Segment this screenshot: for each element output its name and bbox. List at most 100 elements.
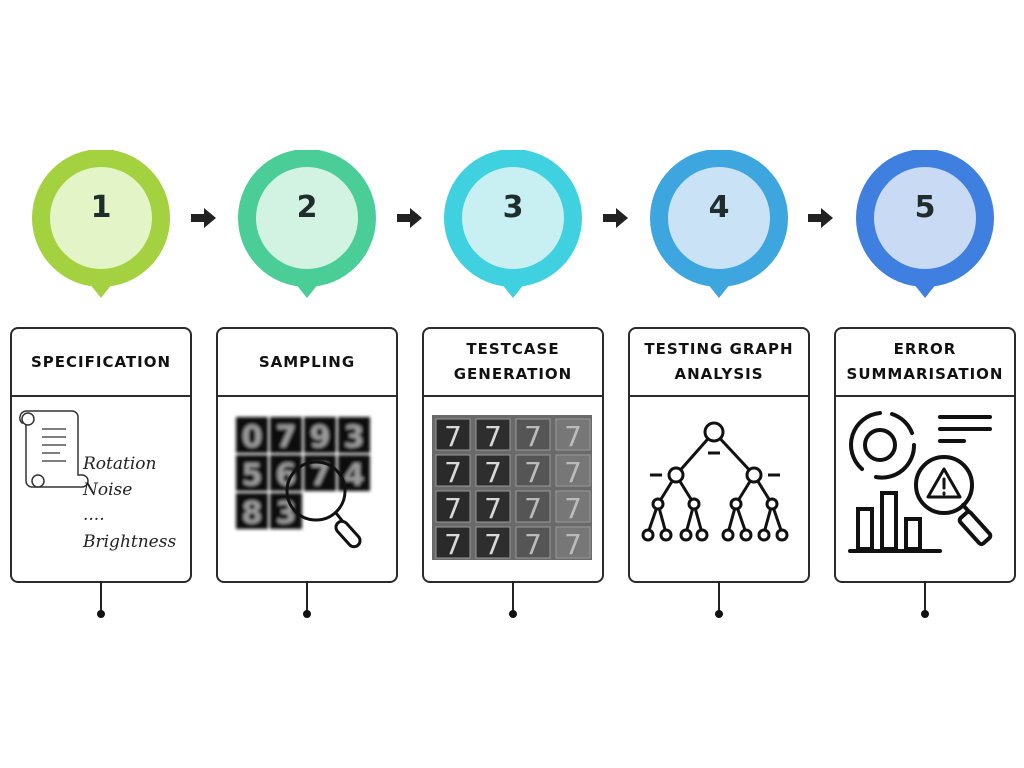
card-header: ERROR SUMMARISATION bbox=[836, 329, 1014, 397]
digit-tile bbox=[338, 417, 370, 453]
card-header: SPECIFICATION bbox=[12, 329, 190, 397]
digit-glyph: 4 bbox=[344, 458, 365, 493]
testcase-digit: 7 bbox=[444, 420, 462, 453]
step-badge-4: 4 bbox=[649, 150, 789, 300]
step-badge-1: 1 bbox=[31, 150, 171, 300]
testcase-tile bbox=[435, 418, 471, 451]
testcase-tile bbox=[435, 490, 471, 523]
testcase-digit: 7 bbox=[524, 456, 542, 489]
digit-glyph: 9 bbox=[310, 420, 331, 455]
error-analysis-icon bbox=[848, 411, 993, 553]
digit-tile bbox=[236, 493, 268, 529]
connector-dot bbox=[97, 610, 105, 618]
step-card-specification: SPECIFICATION Rotation Noise .... Bright… bbox=[10, 327, 192, 583]
testcase-digit: 7 bbox=[564, 492, 582, 525]
digit-glyph: 3 bbox=[276, 496, 297, 531]
spec-item-noise: Noise bbox=[82, 480, 132, 500]
step-badge-5: 5 bbox=[855, 150, 995, 300]
card-title: ERROR SUMMARISATION bbox=[846, 340, 1004, 383]
connector-dot bbox=[509, 610, 517, 618]
pin-marker-icon bbox=[32, 150, 170, 298]
right-arrow-icon bbox=[808, 208, 833, 228]
digit-glyph: 7 bbox=[310, 458, 331, 493]
testcase-digit: 7 bbox=[484, 420, 502, 453]
testcase-tile bbox=[475, 418, 511, 451]
connector-dot bbox=[715, 610, 723, 618]
card-header: SAMPLING bbox=[218, 329, 396, 397]
connector-line bbox=[306, 581, 308, 613]
card-header: TESTCASE GENERATION bbox=[424, 329, 602, 397]
digit-tile bbox=[270, 417, 302, 453]
digit-glyph: 5 bbox=[242, 458, 263, 493]
spec-item-ellipsis: .... bbox=[83, 505, 105, 525]
digit-tile bbox=[236, 417, 268, 453]
card-header: TESTING GRAPH ANALYSIS bbox=[630, 329, 808, 397]
card-title: TESTING GRAPH ANALYSIS bbox=[644, 340, 794, 383]
card-body: Rotation Noise .... Brightness bbox=[12, 397, 190, 581]
testcase-digit: 7 bbox=[564, 420, 582, 453]
connector-line bbox=[718, 581, 720, 613]
testcase-digit: 7 bbox=[484, 456, 502, 489]
connector-dot bbox=[303, 610, 311, 618]
testcase-digit: 7 bbox=[484, 492, 502, 525]
connector-line bbox=[512, 581, 514, 613]
digit-glyph: 7 bbox=[276, 420, 297, 455]
testcase-tile bbox=[435, 454, 471, 487]
digit-tile bbox=[304, 417, 336, 453]
card-title: SPECIFICATION bbox=[30, 352, 172, 371]
testcase-tile bbox=[515, 526, 551, 559]
testcase-digit: 7 bbox=[444, 528, 462, 561]
step-number: 4 bbox=[708, 190, 730, 225]
card-title: TESTCASE GENERATION bbox=[453, 340, 573, 383]
digit-glyph: 3 bbox=[344, 420, 365, 455]
testcase-digit: 7 bbox=[524, 528, 542, 561]
step-1: 1 SPECIFICATION Rotation Noise .... Brig… bbox=[10, 0, 192, 768]
step-card-testing-graph-analysis: TESTING GRAPH ANALYSIS bbox=[628, 327, 810, 583]
connector-line bbox=[100, 581, 102, 613]
testcase-digit: 7 bbox=[444, 492, 462, 525]
right-arrow-icon bbox=[191, 208, 216, 228]
testcase-digit: 7 bbox=[524, 420, 542, 453]
connector-dot bbox=[921, 610, 929, 618]
right-arrow-icon bbox=[603, 208, 628, 228]
testcase-tile bbox=[515, 418, 551, 451]
spec-item-rotation: Rotation bbox=[82, 454, 156, 474]
step-4: 4 TESTING GRAPH ANALYSIS bbox=[628, 0, 810, 768]
digit-tile bbox=[236, 455, 268, 491]
testcase-tile bbox=[475, 490, 511, 523]
scroll-icon: Rotation Noise .... Brightness bbox=[19, 410, 176, 552]
pin-marker-icon bbox=[444, 150, 582, 298]
step-card-error-summarisation: ERROR SUMMARISATION bbox=[834, 327, 1016, 583]
testcase-tile bbox=[555, 526, 591, 559]
step-badge-2: 2 bbox=[237, 150, 377, 300]
digit-glyph: 8 bbox=[242, 496, 263, 531]
testcase-digit: 7 bbox=[564, 528, 582, 561]
testcase-tile bbox=[555, 454, 591, 487]
connector-line bbox=[924, 581, 926, 613]
testcase-tile bbox=[515, 454, 551, 487]
step-5: 5 ERROR SUMMARISATION bbox=[834, 0, 1016, 768]
testcase-digit: 7 bbox=[564, 456, 582, 489]
card-title: SAMPLING bbox=[258, 352, 356, 371]
step-badge-3: 3 bbox=[443, 150, 583, 300]
digit-glyph: 6 bbox=[276, 458, 297, 493]
right-arrow-icon bbox=[397, 208, 422, 228]
testcase-digit: 7 bbox=[444, 456, 462, 489]
pin-marker-icon bbox=[856, 150, 994, 298]
testcase-digit: 7 bbox=[524, 492, 542, 525]
card-body bbox=[836, 397, 1014, 581]
digit-glyph: 0 bbox=[242, 420, 263, 455]
testcase-tile bbox=[515, 490, 551, 523]
pin-marker-icon bbox=[650, 150, 788, 298]
testcase-tile bbox=[475, 526, 511, 559]
step-number: 3 bbox=[502, 190, 524, 225]
spec-item-brightness: Brightness bbox=[82, 532, 176, 552]
